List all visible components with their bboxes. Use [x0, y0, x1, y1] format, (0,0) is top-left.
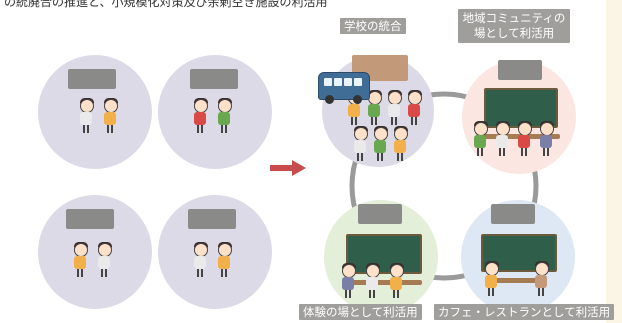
person-figure-icon: [483, 261, 499, 296]
school-circle-4: [158, 195, 272, 309]
school-building-icon: [491, 204, 535, 224]
people-group: [340, 263, 404, 298]
label-cafe: カフェ・レストランとして利活用: [434, 304, 615, 320]
person-figure-icon: [533, 261, 549, 296]
child-figure-icon: [386, 90, 402, 125]
label-community: 地域コミュニティの 場として利活用: [458, 9, 570, 43]
people-group: [483, 261, 549, 296]
child-figure-icon: [406, 90, 422, 125]
person-figure-icon: [516, 121, 532, 156]
school-building-icon: [188, 209, 236, 229]
children-group: [192, 98, 232, 133]
child-figure-icon: [366, 90, 382, 125]
child-figure-icon: [192, 98, 208, 133]
person-figure-icon: [472, 121, 488, 156]
child-figure-icon: [102, 98, 118, 133]
children-group: [352, 126, 408, 161]
child-figure-icon: [78, 98, 94, 133]
connector-ring: [349, 91, 539, 281]
child-figure-icon: [372, 126, 388, 161]
child-figure-icon: [216, 98, 232, 133]
school-building-icon: [68, 69, 116, 89]
arrow-right-icon: [270, 160, 306, 176]
table-icon: [342, 280, 422, 285]
school-building-icon: [66, 209, 114, 229]
label-experience: 体験の場として利活用: [299, 304, 422, 320]
child-figure-icon: [352, 126, 368, 161]
people-group: [472, 121, 554, 156]
person-figure-icon: [388, 263, 404, 298]
chalkboard-icon: [346, 234, 422, 274]
background-strip: [606, 0, 622, 323]
cafe-circle: [461, 200, 575, 314]
label-integration: 学校の統合: [340, 18, 406, 34]
person-figure-icon: [364, 263, 380, 298]
community-circle: [462, 60, 576, 174]
school-circle-2: [158, 55, 272, 169]
diagram-heading: の統廃合の推進と、小規模化対策及び余剰空き施設の利活用: [4, 0, 328, 9]
person-figure-icon: [340, 263, 356, 298]
school-building-icon: [190, 69, 238, 89]
experience-circle: [324, 200, 438, 314]
person-figure-icon: [538, 121, 554, 156]
school-circle-1: [38, 55, 152, 169]
children-group: [72, 242, 112, 277]
school-building-icon: [498, 60, 542, 80]
child-figure-icon: [96, 242, 112, 277]
bus-icon: [318, 72, 370, 104]
child-figure-icon: [192, 242, 208, 277]
children-group: [192, 242, 232, 277]
school-building-icon: [358, 204, 402, 224]
school-circle-3: [38, 195, 152, 309]
child-figure-icon: [392, 126, 408, 161]
table-icon: [491, 278, 541, 283]
person-figure-icon: [494, 121, 510, 156]
child-figure-icon: [72, 242, 88, 277]
child-figure-icon: [216, 242, 232, 277]
children-group: [78, 98, 118, 133]
